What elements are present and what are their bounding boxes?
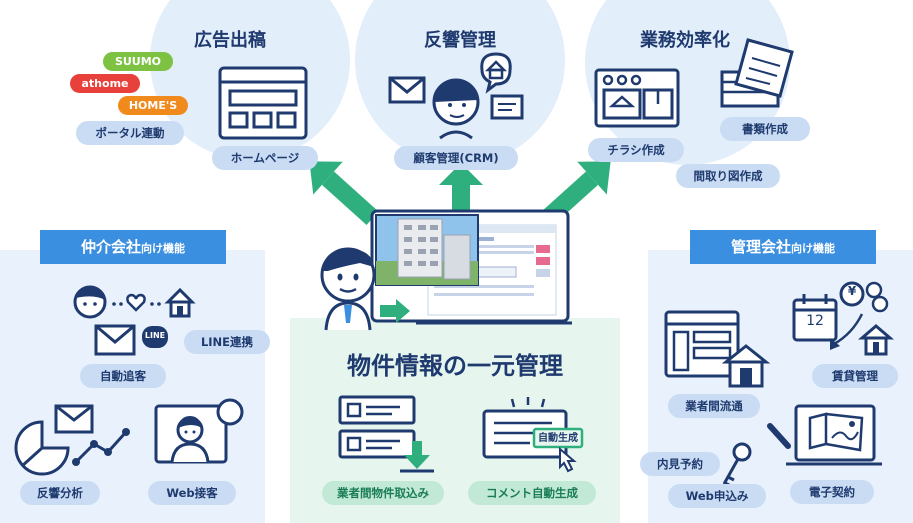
auto-follow-icon (73, 285, 196, 356)
arrow-up-icon (439, 163, 483, 215)
analysis-label: 反響分析 (20, 481, 100, 505)
flyer-icon (594, 68, 680, 128)
line-label: LINE連携 (184, 330, 270, 354)
ad-title: 広告出稿 (194, 30, 266, 51)
line-logo: LINE (144, 331, 166, 340)
comment-icon (482, 397, 584, 473)
broker-header: 仲介会社向け機能 (40, 230, 226, 264)
docs-label: 書類作成 (720, 117, 810, 141)
mgmt-header-main: 管理会社 (730, 238, 791, 256)
portal-badge-suumo: SUUMO (103, 52, 173, 71)
web-apply-label: Web申込み (668, 484, 766, 508)
homepage-icon (218, 66, 308, 140)
rental-label: 賃貸管理 (812, 364, 898, 388)
distribution-label: 業者間流通 (668, 394, 760, 418)
calendar-day: 12 (806, 313, 824, 329)
arrow-left-icon (309, 161, 379, 225)
distribution-icon (664, 310, 771, 388)
response-title: 反響管理 (424, 30, 496, 51)
web-meeting-icon (154, 398, 244, 464)
contract-label: 電子契約 (790, 480, 874, 504)
portal-label: ポータル連動 (76, 121, 184, 145)
import-icon (338, 395, 434, 473)
documents-icon (720, 38, 794, 108)
analysis-icon (14, 404, 130, 476)
efficiency-title: 業務効率化 (640, 30, 730, 51)
comment-label: コメント自動生成 (468, 481, 596, 505)
import-label: 業者間物件取込み (322, 481, 444, 505)
crm-label: 顧客管理(CRM) (394, 146, 518, 170)
mgmt-header-sub: 向け機能 (791, 242, 835, 255)
floorplan-label: 間取り図作成 (676, 164, 780, 188)
web-meeting-label: Web接客 (148, 481, 236, 505)
auto-follow-label: 自動追客 (80, 364, 166, 388)
contract-icon (767, 404, 882, 466)
broker-header-main: 仲介会社 (80, 238, 141, 256)
broker-header-sub: 向け機能 (141, 242, 185, 255)
rental-icon (792, 281, 895, 356)
portal-badge-athome: athome (70, 74, 140, 93)
center-title: 物件情報の一元管理 (347, 352, 563, 380)
monitor-person-icon (320, 209, 572, 331)
crm-icon (388, 52, 524, 140)
homepage-label: ホームページ (212, 146, 318, 170)
yen-symbol: ¥ (847, 284, 857, 298)
flyer-label: チラシ作成 (588, 138, 684, 162)
viewing-label: 内見予約 (640, 452, 720, 476)
auto-gen-tag: 自動生成 (538, 433, 578, 444)
portal-badge-homes: HOME'S (118, 96, 188, 115)
mgmt-header: 管理会社向け機能 (690, 230, 876, 264)
